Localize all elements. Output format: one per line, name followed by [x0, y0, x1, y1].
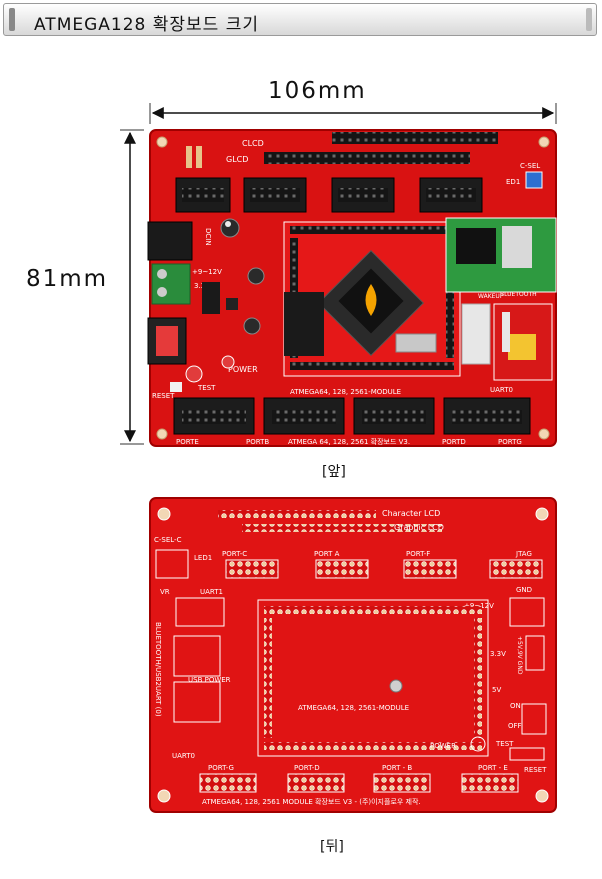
back-usbpower-label: USB POWER [188, 676, 231, 684]
back-led1-label: LED1 [194, 554, 212, 562]
back-glcd-label: Graphic LCD [394, 523, 444, 532]
back-v5-label: 5V [492, 686, 501, 694]
front-ed1-label: ED1 [506, 178, 520, 186]
front-clcd-label: CLCD [242, 139, 264, 148]
front-bluetooth-label: BLUETOOTH [500, 291, 537, 298]
back-portf-label: PORT-F [406, 550, 430, 558]
front-bottom-label: ATMEGA 64, 128, 2561 확장보드 V3. [288, 437, 410, 446]
front-v912-label: +9~12V [192, 268, 222, 276]
front-uart0-label: UART0 [490, 386, 513, 394]
front-power-label: POWER [228, 365, 258, 374]
back-bt-label: BLUETOOTH/USB2UART (0) [154, 622, 162, 717]
back-portc-label: PORT-C [222, 550, 247, 558]
back-power-label: POWER [430, 742, 456, 750]
back-portd-label: PORT-D [294, 764, 320, 772]
back-off-label: OFF [508, 722, 522, 730]
back-reset-label: RESET [524, 766, 547, 774]
back-v33-label: 3.3V [490, 650, 506, 658]
page-title: ATMEGA128 확장보드 크기 [34, 15, 260, 35]
front-wakeup-label: WAKEUP [478, 293, 504, 300]
back-uart0-label: UART0 [172, 752, 195, 760]
front-board-image: CLCD GLCD ED1 C-SEL DCIN +9~12V 3.3V POW… [147, 129, 557, 447]
back-board-image: Character LCD Graphic LCD C-SEL-C LED1 P… [149, 497, 557, 813]
back-portb-label: PORT - B [382, 764, 412, 772]
back-gnd-label: GND [516, 586, 532, 594]
title-decoration-left [9, 8, 15, 31]
front-caption: [앞] [322, 464, 346, 480]
height-dimension-label: 81mm [26, 266, 109, 292]
title-decoration-right [586, 8, 592, 31]
back-portg-label: PORT-G [208, 764, 234, 772]
back-test-label: TEST [495, 740, 514, 748]
back-on-label: ON [510, 702, 521, 710]
back-gnd2-label: +5V,9V GND [516, 636, 523, 675]
front-portd-label: PORTD [442, 438, 466, 446]
front-portg-label: PORTG [498, 438, 522, 446]
title-bar: ATMEGA128 확장보드 크기 [3, 3, 597, 36]
width-dimension-label: 106mm [268, 78, 367, 104]
back-porte-label: PORT - E [478, 764, 508, 772]
front-reset-label: RESET [152, 392, 175, 400]
back-charlcd-label: Character LCD [382, 509, 440, 518]
back-uart1-label: UART1 [200, 588, 223, 596]
back-caption: [뒤] [320, 839, 344, 855]
back-jtag-label: JTAG [515, 550, 532, 558]
back-vr-label: VR [160, 588, 170, 596]
front-module-label: ATMEGA64, 128, 2561-MODULE [290, 388, 401, 396]
front-dcin-label: DCIN [204, 228, 212, 246]
front-portb-label: PORTB [246, 438, 269, 446]
front-csel-label: C-SEL [520, 162, 540, 170]
front-porte-label: PORTE [176, 438, 199, 446]
back-csel-label: C-SEL-C [154, 536, 182, 544]
back-bottom-label: ATMEGA64, 128, 2561 MODULE 확장보드 V3 - (주)… [202, 797, 421, 806]
back-module-label: ATMEGA64, 128, 2561-MODULE [298, 704, 409, 712]
front-glcd-label: GLCD [226, 155, 248, 164]
back-porta-label: PORT A [314, 550, 340, 558]
front-test-label: TEST [197, 384, 216, 392]
